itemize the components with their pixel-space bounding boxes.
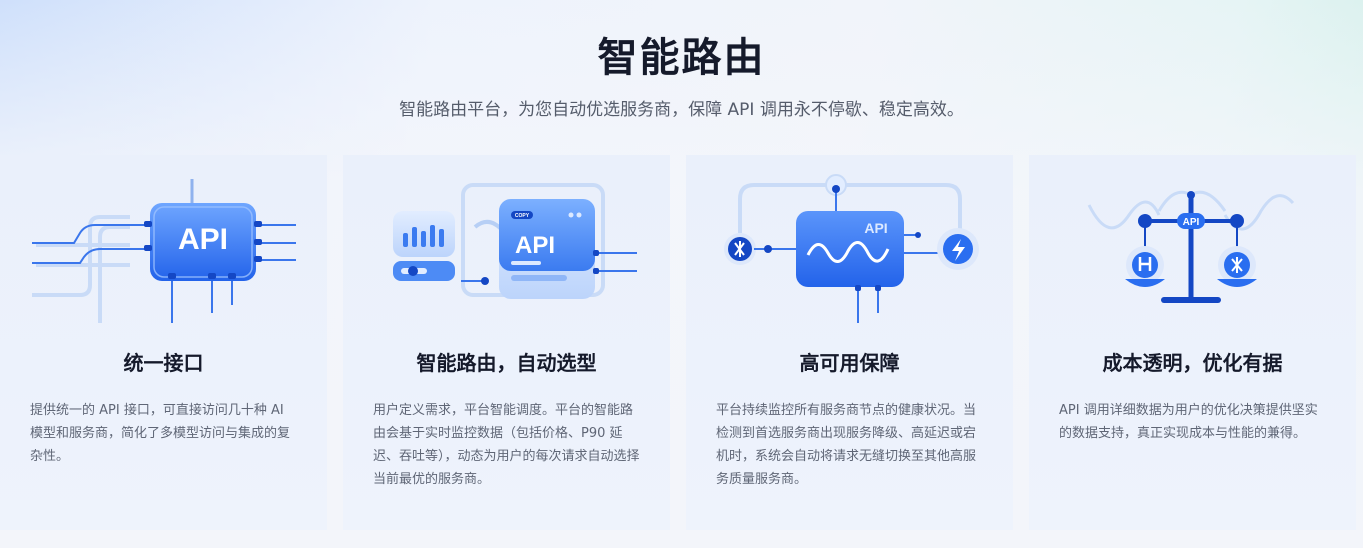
page-subtitle: 智能路由平台，为您自动优选服务商，保障 API 调用永不停歇、稳定高效。 (399, 100, 964, 120)
card-description: 用户定义需求，平台智能调度。平台的智能路由会基于实时监控数据（包括价格、P90 … (373, 403, 640, 487)
card-description: API 调用详细数据为用户的优化决策提供坚实的数据支持，真正实现成本与性能的兼得… (1059, 403, 1318, 441)
card-title: 智能路由，自动选型 (416, 351, 597, 375)
api-scale-label: API (1183, 217, 1200, 228)
api-window-label: API (515, 232, 555, 259)
card-description: 提供统一的 API 接口，可直接访问几十种 AI 模型和服务商，简化了多模型访问… (30, 403, 291, 464)
unified-api-illustration: API (0, 155, 327, 335)
api-monitor-label: API (864, 220, 887, 236)
card-title: 高可用保障 (799, 351, 900, 375)
feature-card-cost-transparency: API 成本透明，优化有据 API 调用详细数据为用户的优化决策提供坚实的数据支… (1029, 155, 1356, 530)
card-description: 平台持续监控所有服务商节点的健康状况。当检测到首选服务商出现服务降级、高延迟或宕… (716, 403, 977, 487)
card-title: 成本透明，优化有据 (1102, 351, 1283, 375)
card-title: 统一接口 (123, 351, 204, 375)
high-availability-illustration: API (686, 155, 1013, 335)
feature-card-smart-routing: COPY API 智能路由，自动选型 用户定义需求，平台智能调度。平台的智能路由… (343, 155, 670, 530)
feature-card-high-availability: API 高可用保障 平台持续监控所有服务商节点的健康状况。当检测到首选服务商出现… (686, 155, 1013, 530)
smart-routing-illustration: COPY API (343, 155, 670, 335)
copy-badge-label: COPY (515, 213, 530, 219)
feature-card-unified-api: API 统一接口 提供统一的 API 接口，可直接访问几十种 AI 模型和服务商… (0, 155, 327, 530)
cost-balance-illustration: API (1029, 155, 1356, 335)
page-title: 智能路由 (597, 35, 766, 81)
api-chip-label: API (178, 223, 228, 256)
